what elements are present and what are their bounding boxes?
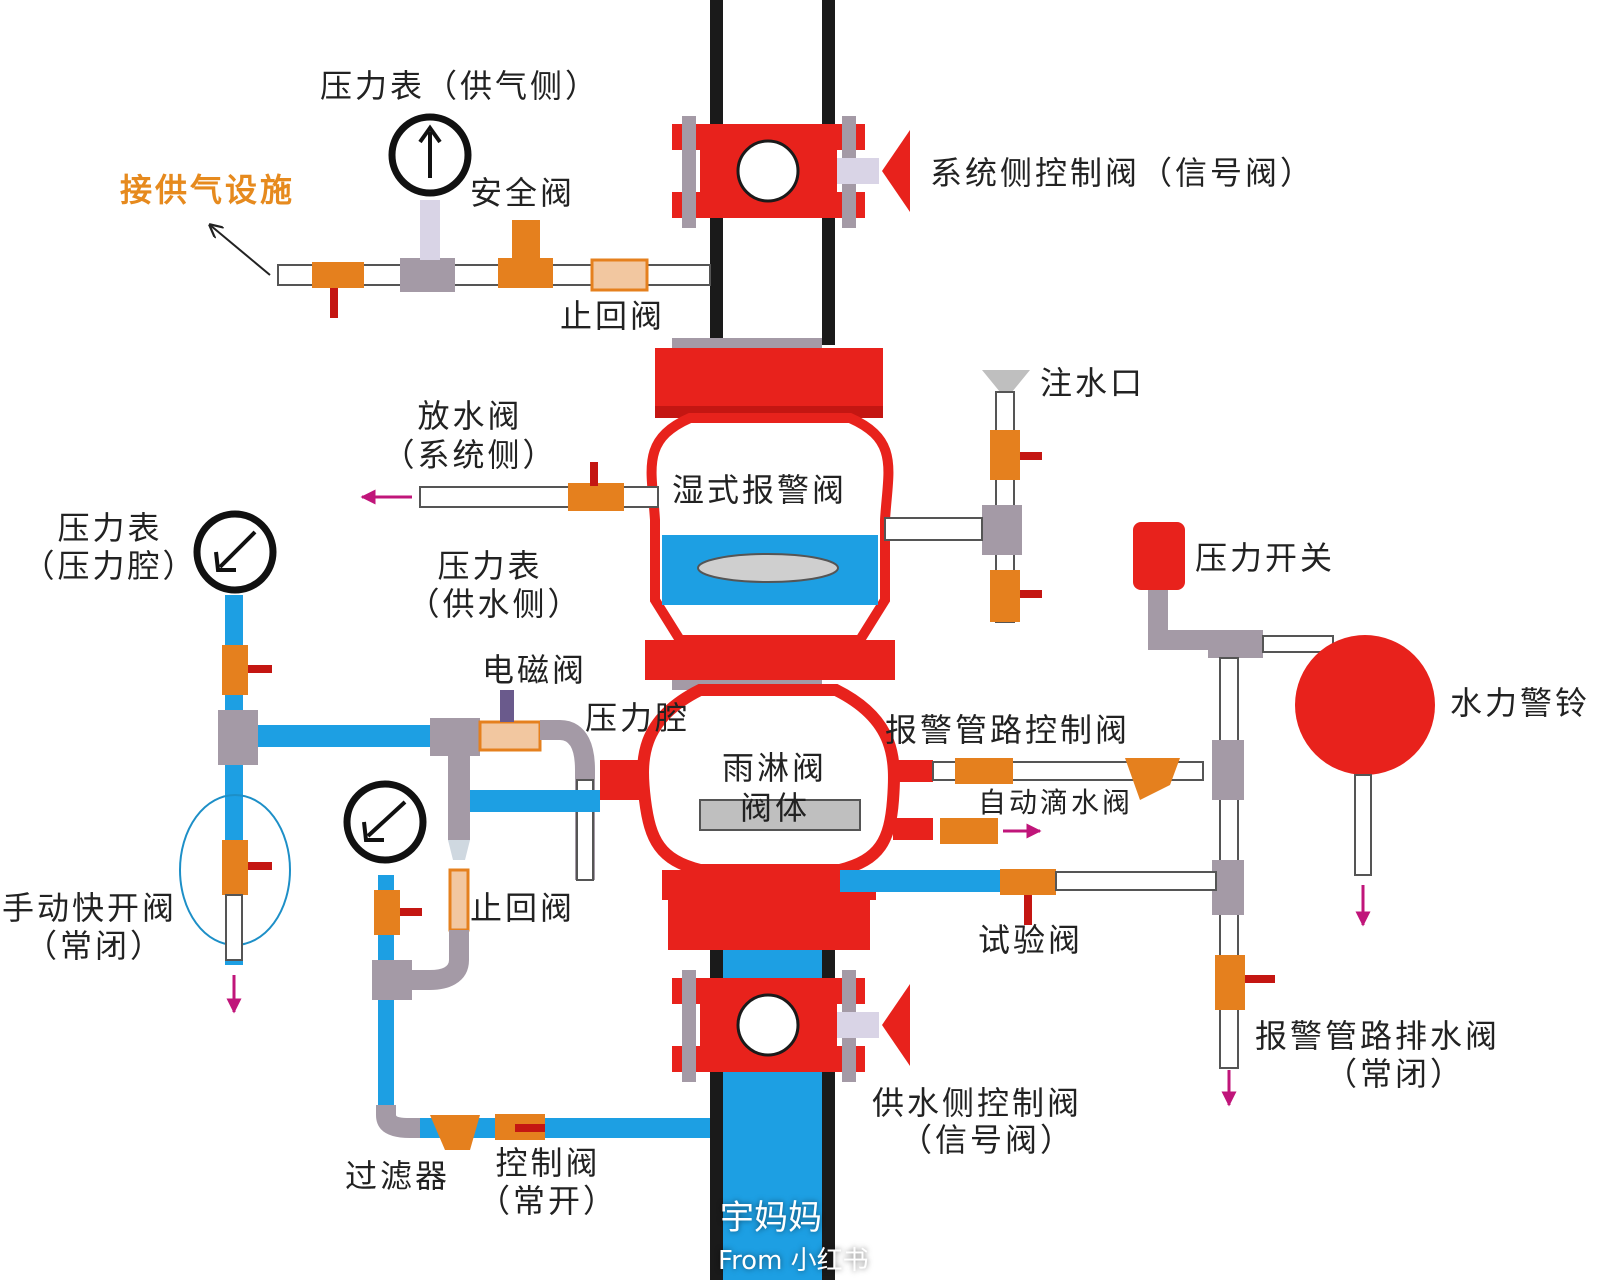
test-valve-line [840,869,1217,925]
air-supply-line [210,200,711,318]
label-drain-valve-2: （系统侧） [382,436,558,474]
solenoid-valve-line [410,690,600,990]
alarm-control-valve [893,758,1204,844]
label-pressure-chamber: 压力腔 [585,699,691,737]
label-control-valve-1: 控制阀 [495,1144,601,1182]
watermark-source: From 小红书 [718,1246,869,1276]
label-control-valve-2: （常开） [478,1182,619,1220]
label-supply-control-2: （信号阀） [900,1121,1076,1159]
water-gong [1295,635,1435,927]
label-check-valve-top: 止回阀 [560,297,666,335]
label-gauge-water-1: 压力表 [437,547,543,585]
label-safety-valve: 安全阀 [470,174,576,212]
label-drain-valve-1: 放水阀 [417,397,523,435]
label-pressure-switch: 压力开关 [1195,539,1336,577]
pressure-gauge-icon [343,780,427,864]
pressure-switch [1133,522,1185,590]
label-water-gong: 水力警铃 [1450,684,1591,722]
pressure-gauge-icon [193,510,277,594]
label-filling-port: 注水口 [1040,364,1146,402]
label-system-control-valve: 系统侧控制阀（信号阀） [930,154,1316,192]
label-supply-control-1: 供水侧控制阀 [872,1084,1083,1122]
manual-release-line [179,595,438,1014]
label-alarm-drain-1: 报警管路排水阀 [1255,1017,1501,1055]
label-manual-release-2: （常闭） [24,927,165,965]
alarm-line-pipe [1148,590,1334,1107]
system-control-valve [672,116,910,228]
label-deluge-1: 雨淋阀 [722,749,828,787]
label-wet-alarm-valve: 湿式报警阀 [672,471,848,509]
drain-valve-line [360,462,659,511]
filling-port [884,370,1042,623]
label-deluge-2: 阀体 [740,789,811,827]
wet-alarm-valve-body [645,338,895,680]
label-strainer: 过滤器 [345,1157,451,1195]
watermark-name: 宇妈妈 [720,1198,822,1238]
label-gauge-water-2: （供水侧） [407,585,583,623]
label-gauge-air-side: 压力表（供气侧） [320,67,601,105]
supply-control-valve [672,970,910,1082]
label-solenoid-valve: 电磁阀 [482,651,588,689]
label-check-valve-bottom: 止回阀 [470,889,576,927]
label-auto-drip-valve: 自动滴水阀 [978,786,1134,819]
label-alarm-line-control-valve: 报警管路控制阀 [885,711,1131,749]
label-test-valve: 试验阀 [978,921,1084,959]
label-gauge-chamber-2: （压力腔） [22,547,198,585]
label-manual-release-1: 手动快开阀 [2,889,178,927]
label-alarm-drain-2: （常闭） [1324,1055,1465,1093]
label-air-supply: 接供气设施 [120,171,296,209]
supply-gauge-line [372,875,710,1150]
pressure-gauge-icon [388,113,472,197]
label-gauge-chamber-1: 压力表 [57,509,163,547]
deluge-valve-body [600,680,900,950]
